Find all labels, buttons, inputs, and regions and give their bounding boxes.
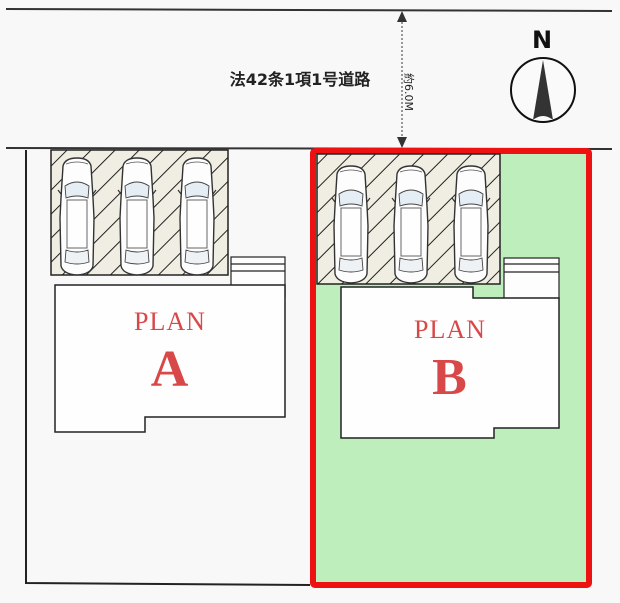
car-icon bbox=[177, 157, 217, 276]
road-width-dimension bbox=[397, 11, 407, 148]
north-arrow-icon bbox=[510, 57, 576, 123]
car-icon bbox=[391, 165, 431, 284]
building-plan-b bbox=[340, 286, 560, 439]
lot-a-boundary bbox=[25, 150, 311, 586]
lot-b-porch bbox=[503, 257, 560, 300]
car-icon bbox=[451, 165, 491, 284]
plan-a-title: PLAN bbox=[134, 307, 206, 336]
plan-b-title: PLAN bbox=[414, 315, 486, 344]
road-top-boundary bbox=[5, 8, 613, 12]
plan-a-letter: A bbox=[150, 341, 190, 398]
plan-b-letter: B bbox=[432, 349, 468, 406]
car-icon bbox=[117, 157, 157, 276]
building-plan-a bbox=[54, 284, 286, 433]
car-icon bbox=[57, 157, 97, 276]
north-label: N bbox=[532, 26, 553, 54]
car-icon bbox=[331, 165, 371, 284]
road-width-label: 約6.0M bbox=[402, 73, 415, 111]
road-label: 法42条1項1号道路 bbox=[229, 70, 371, 89]
